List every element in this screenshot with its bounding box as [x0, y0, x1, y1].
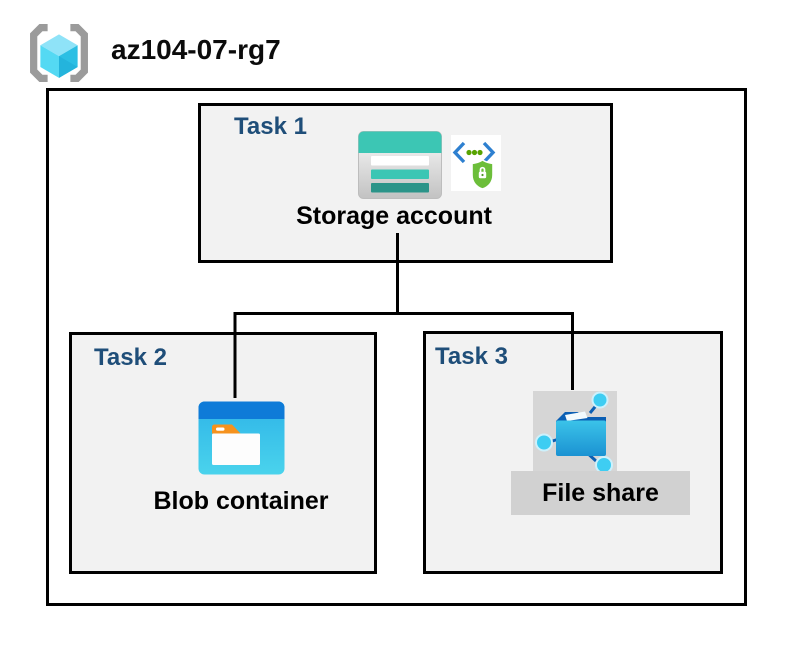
- storage-account-label: Storage account: [296, 202, 492, 230]
- task2-box: Task 2 Blob container: [69, 332, 377, 574]
- task1-box: Task 1 Storage account: [198, 103, 613, 263]
- task3-box: Task 3 File share: [423, 331, 723, 574]
- task3-label: Task 3: [435, 343, 508, 370]
- task2-label: Task 2: [94, 344, 167, 371]
- resource-group-name: az104-07-rg7: [111, 34, 281, 65]
- blob-container-icon: [198, 401, 285, 475]
- secure-code-shield-icon: [451, 135, 501, 191]
- blob-container-label: Blob container: [153, 487, 329, 515]
- storage-account-icon: [358, 131, 442, 199]
- resource-group-icon: [30, 24, 88, 82]
- task1-label: Task 1: [234, 113, 307, 140]
- file-share-label-band: File share: [511, 471, 690, 515]
- file-share-label: File share: [542, 478, 659, 507]
- file-share-icon: [535, 391, 613, 474]
- file-share-icon-backdrop: [533, 391, 617, 474]
